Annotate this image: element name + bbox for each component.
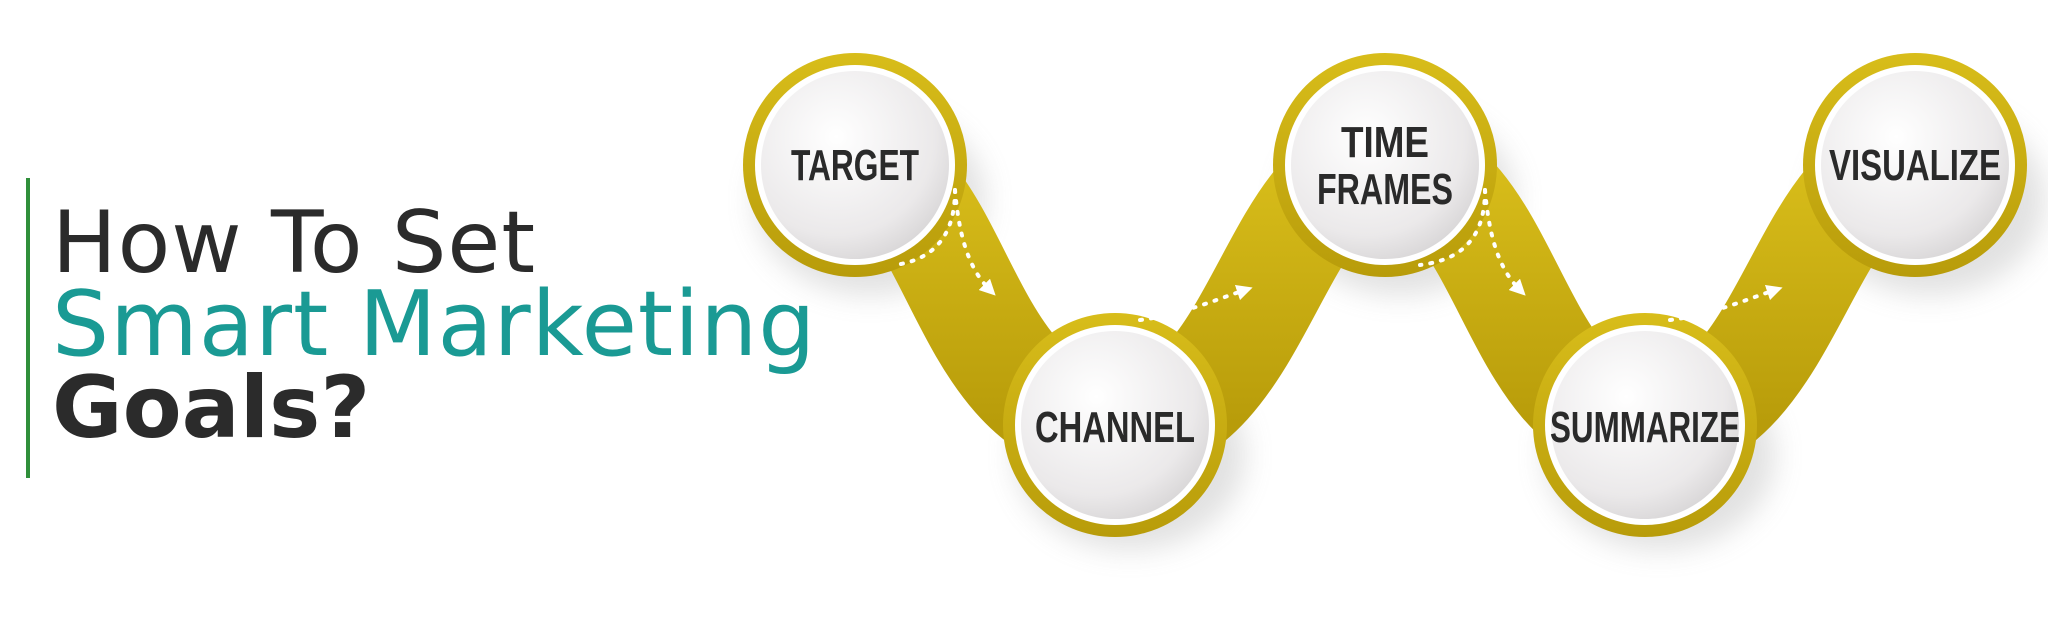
- connector-arrows: [893, 188, 1783, 322]
- face-visualize: [1821, 71, 2009, 259]
- step-label-visualize: VISUALIZE: [1829, 141, 2001, 190]
- step-label-frames: FRAMES: [1317, 165, 1453, 214]
- dotted-arrow-icon: [953, 188, 996, 296]
- step-label-time: TIME: [1341, 118, 1429, 167]
- title-line-3: Goals?: [52, 358, 371, 458]
- dotted-arrow-icon: [1483, 188, 1526, 296]
- title-accent-bar: [26, 178, 30, 478]
- step-label-target: TARGET: [791, 141, 919, 190]
- face-target: [761, 71, 949, 259]
- step-label-summarize: SUMMARIZE: [1550, 403, 1740, 452]
- step-label-channel: CHANNEL: [1035, 403, 1195, 452]
- dotted-arrow-icon: [1138, 284, 1253, 322]
- dotted-arrow-icon: [1668, 284, 1783, 322]
- face-summarize: [1551, 331, 1739, 519]
- face-time-frames: [1291, 71, 1479, 259]
- dotted-arrow-icon: [893, 188, 957, 267]
- circle-faces: [761, 71, 2009, 519]
- title-line-2: Smart Marketing: [52, 272, 817, 377]
- title-block: How To Set Smart Marketing Goals?: [26, 178, 846, 478]
- face-channel: [1021, 331, 1209, 519]
- title-line-1: How To Set: [52, 193, 537, 293]
- dotted-arrow-icon: [1418, 188, 1487, 267]
